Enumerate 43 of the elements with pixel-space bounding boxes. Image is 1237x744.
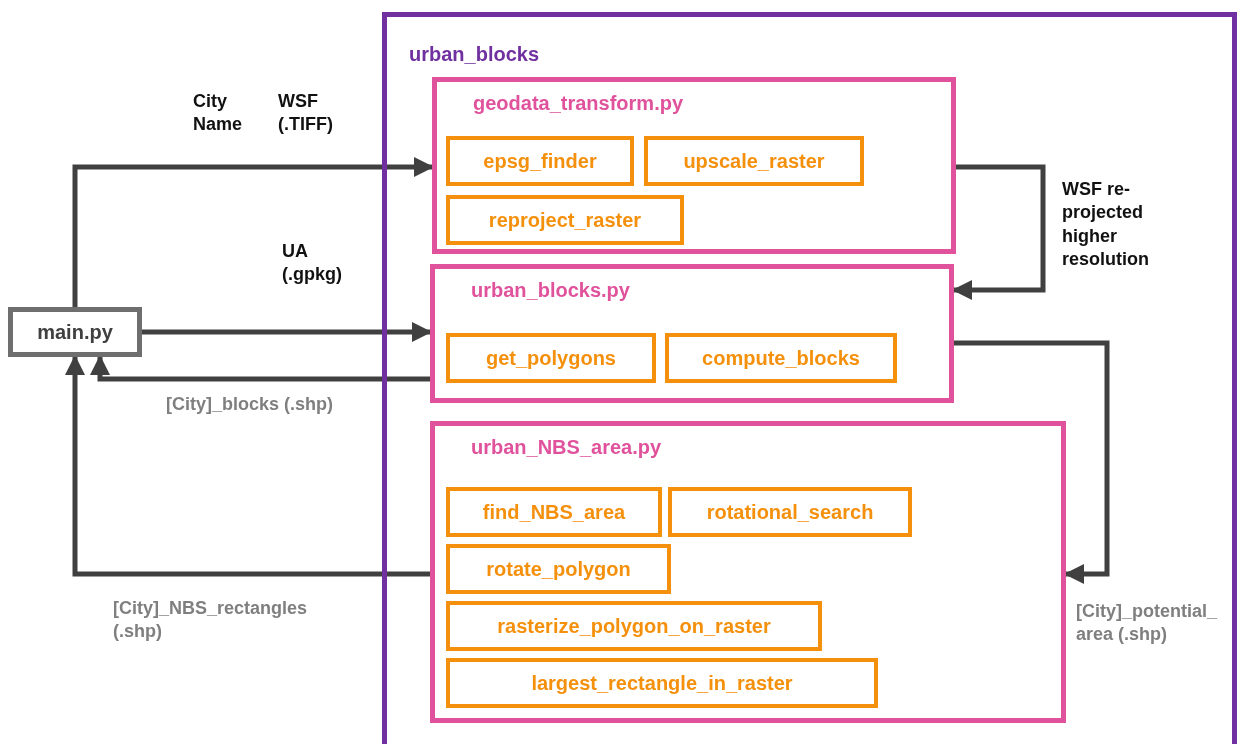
edge-label: WSF re-projected higher resolution (1062, 178, 1150, 272)
script-box (8, 307, 142, 357)
node-label: get_polygons (486, 346, 616, 370)
edge-label: [City]_potential_area (.shp) (1076, 600, 1218, 647)
arrow (954, 340, 1110, 584)
node-label: epsg_finder (483, 149, 597, 173)
file-box (430, 421, 1066, 723)
file-box (432, 77, 956, 254)
arrow (65, 355, 430, 577)
node-label: rasterize_polygon_on_raster (497, 614, 771, 638)
function-box (446, 658, 878, 708)
node-label: rotate_polygon (486, 557, 631, 581)
node-label: find_NBS_area (482, 500, 626, 524)
node-label: compute_blocks (702, 346, 860, 370)
arrow (90, 355, 430, 382)
file-box (430, 264, 954, 403)
function-box (665, 333, 897, 383)
data-label: City Name (193, 90, 244, 137)
function-box (446, 487, 662, 537)
arrow (952, 164, 1046, 300)
function-box (446, 333, 656, 383)
node-heading: geodata_transform.py (473, 92, 684, 115)
function-box (446, 544, 671, 594)
edge-label: [City]_blocks (.shp) (166, 393, 335, 416)
edge-label: UA (.gpkg) (282, 240, 343, 287)
function-box (446, 136, 634, 186)
data-label: WSF (.TIFF) (278, 90, 334, 137)
node-heading: urban_blocks (409, 43, 540, 66)
node-label: largest_rectangle_in_raster (531, 671, 793, 695)
arrow (72, 157, 434, 307)
node-heading: urban_blocks.py (471, 279, 630, 302)
function-box (644, 136, 864, 186)
node-label: upscale_raster (683, 149, 825, 173)
function-box (446, 601, 822, 651)
edge-label: [City]_NBS_rectangles (.shp) (113, 597, 309, 644)
node-label: main.py (37, 320, 113, 344)
node-label: reproject_raster (488, 208, 642, 232)
node-heading: urban_NBS_area.py (471, 436, 662, 459)
function-box (446, 195, 684, 245)
node-label: rotational_search (706, 500, 874, 524)
function-box (668, 487, 912, 537)
module-frame (382, 12, 1237, 744)
arrow (142, 322, 432, 342)
